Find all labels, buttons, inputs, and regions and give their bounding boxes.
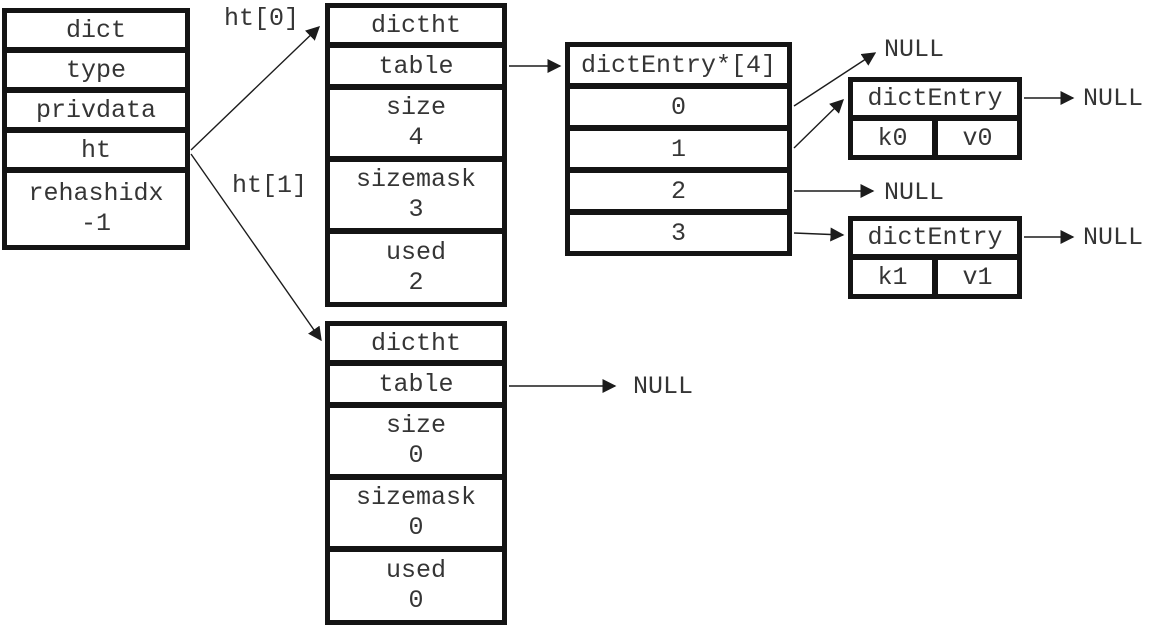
dict-field-ht: ht (4, 130, 188, 170)
dictht0-field-table: table (327, 45, 505, 87)
null-label-entry0-next: NULL (1083, 84, 1144, 113)
dictentry1-box: dictEntry k1 v1 (848, 216, 1022, 299)
null-label-entry1-next: NULL (1083, 223, 1144, 252)
dictht1-title: dictht (327, 323, 505, 363)
dictht1-field-table: table (327, 363, 505, 405)
size-label: size (385, 92, 446, 122)
size-value: 4 (408, 123, 424, 152)
dictht0-field-size: size 4 (327, 87, 505, 159)
null-label-table1: NULL (633, 372, 694, 401)
dictht0-title: dictht (327, 5, 505, 45)
bucket-array-box: dictEntry*[4] 0 1 2 3 (565, 42, 792, 256)
dictentry1-value: v1 (935, 257, 1020, 297)
sizemask-label: sizemask (355, 482, 477, 512)
used-label: used (385, 237, 446, 267)
dictht0-field-used: used 2 (327, 231, 505, 305)
bucket-array-title: dictEntry*[4] (567, 44, 790, 86)
dict-field-rehashidx: rehashidx -1 (4, 170, 188, 248)
pointer-label-ht0: ht[0] (224, 4, 300, 33)
dictht0-field-sizemask: sizemask 3 (327, 159, 505, 231)
dictht1-field-size: size 0 (327, 405, 505, 477)
dictht1-field-used: used 0 (327, 549, 505, 623)
dict-field-privdata: privdata (4, 90, 188, 130)
sizemask-label: sizemask (355, 164, 477, 194)
dictentry1-key: k1 (850, 257, 935, 297)
rehashidx-label: rehashidx (28, 178, 164, 208)
used-value: 2 (408, 268, 424, 297)
bucket-slot-1: 1 (567, 128, 790, 170)
dictentry1-kv-row: k1 v1 (850, 257, 1020, 297)
bucket-slot-2: 2 (567, 170, 790, 212)
size-value: 0 (408, 441, 424, 470)
bucket-slot-0: 0 (567, 86, 790, 128)
dictentry0-kv-row: k0 v0 (850, 118, 1020, 158)
bucket-slot-3: 3 (567, 212, 790, 254)
size-label: size (385, 410, 446, 440)
used-label: used (385, 555, 446, 585)
arrow-slot1-to-entry0 (793, 99, 845, 149)
dict-struct-box: dict type privdata ht rehashidx -1 (2, 8, 190, 250)
null-label-slot2: NULL (884, 178, 945, 207)
null-label-slot0: NULL (884, 35, 945, 64)
dictht1-field-sizemask: sizemask 0 (327, 477, 505, 549)
rehashidx-value: -1 (80, 209, 111, 238)
arrow-ht0 (190, 26, 321, 151)
dictentry0-title: dictEntry (850, 79, 1020, 118)
sizemask-value: 0 (408, 513, 424, 542)
pointer-label-ht1: ht[1] (232, 171, 308, 200)
dictentry0-box: dictEntry k0 v0 (848, 77, 1022, 160)
dictentry0-value: v0 (935, 118, 1020, 158)
dict-struct-title: dict (4, 10, 188, 50)
used-value: 0 (408, 586, 424, 615)
dictht1-box: dictht table size 0 sizemask 0 used 0 (325, 321, 507, 625)
sizemask-value: 3 (408, 195, 424, 224)
dict-field-type: type (4, 50, 188, 90)
dictht0-box: dictht table size 4 sizemask 3 used 2 (325, 3, 507, 307)
dictentry1-title: dictEntry (850, 218, 1020, 257)
dictentry0-key: k0 (850, 118, 935, 158)
arrow-slot3-to-entry1 (793, 227, 845, 242)
